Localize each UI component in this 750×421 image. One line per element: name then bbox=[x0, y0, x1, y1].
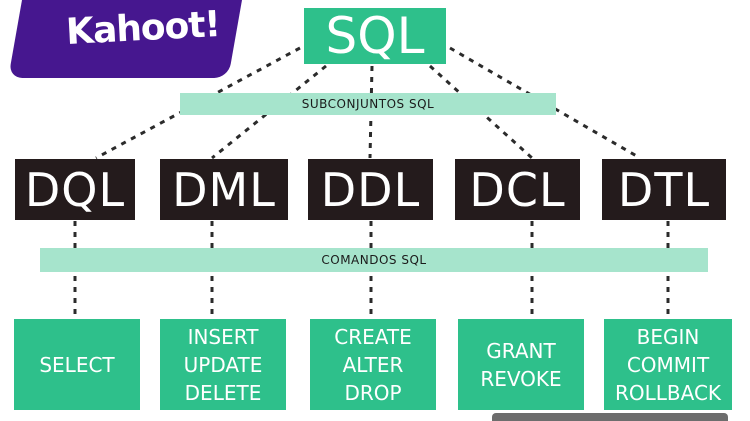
category-ddl: DDL bbox=[308, 159, 433, 220]
commands-box-dtl: BEGIN COMMIT ROLLBACK bbox=[604, 319, 732, 410]
commands-box-dml: INSERT UPDATE DELETE bbox=[160, 319, 286, 410]
command-drop: DROP bbox=[344, 380, 402, 405]
command-grant: GRANT bbox=[486, 338, 556, 363]
command-create: CREATE bbox=[334, 324, 412, 349]
commands-box-dql: SELECT bbox=[14, 319, 140, 410]
command-commit: COMMIT bbox=[626, 352, 710, 377]
commands-box-ddl: CREATE ALTER DROP bbox=[310, 319, 436, 410]
command-select: SELECT bbox=[39, 352, 115, 377]
category-dml: DML bbox=[160, 159, 288, 220]
category-dcl: DCL bbox=[455, 159, 580, 220]
command-begin: BEGIN bbox=[636, 324, 700, 349]
subsets-band: SUBCONJUNTOS SQL bbox=[180, 93, 556, 115]
category-dql: DQL bbox=[15, 159, 135, 220]
connector-sql-dml bbox=[211, 64, 327, 160]
kahoot-logo-text: Kahoot! bbox=[65, 4, 221, 53]
command-insert: INSERT bbox=[187, 324, 259, 349]
connector-sql-dtl bbox=[449, 46, 641, 160]
category-dtl: DTL bbox=[602, 159, 726, 220]
command-rollback: ROLLBACK bbox=[614, 380, 722, 405]
command-revoke: REVOKE bbox=[480, 366, 562, 391]
overlay-scroll-bar[interactable] bbox=[492, 413, 728, 421]
commands-band: COMANDOS SQL bbox=[40, 248, 708, 272]
commands-box-dcl: GRANT REVOKE bbox=[458, 319, 584, 410]
command-alter: ALTER bbox=[342, 352, 404, 377]
command-delete: DELETE bbox=[184, 380, 262, 405]
command-update: UPDATE bbox=[183, 352, 263, 377]
sql-root-box: SQL bbox=[304, 7, 446, 65]
